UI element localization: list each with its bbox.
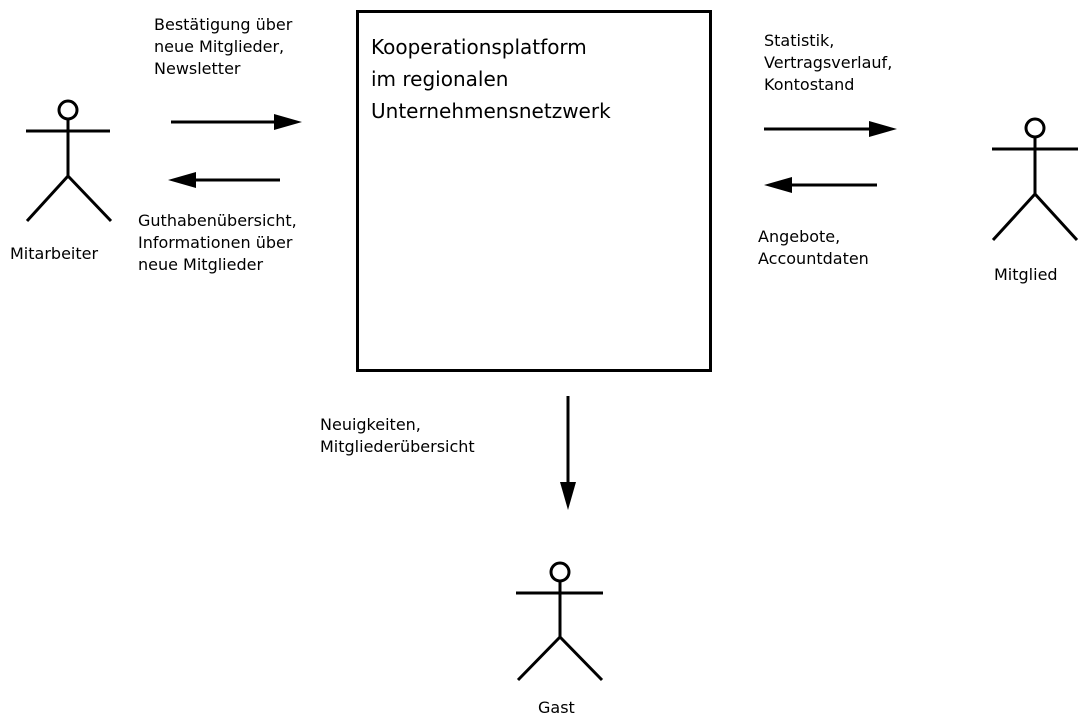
- flow-label-line: Guthabenübersicht,: [138, 211, 297, 230]
- actor-gast-figure: [516, 561, 604, 682]
- system-boundary-box: Kooperationsplatform im regionalen Unter…: [356, 10, 712, 372]
- flow-label-line: Mitgliederübersicht: [320, 437, 475, 456]
- flow-label-system-to-mitglied: Statistik, Vertragsverlauf, Kontostand: [764, 30, 892, 96]
- flow-label-line: Newsletter: [154, 59, 241, 78]
- flow-label-line: Kontostand: [764, 75, 855, 94]
- arrow-system-to-mitarbeiter: [168, 172, 280, 188]
- arrow-mitarbeiter-to-system: [171, 114, 302, 130]
- flow-label-system-to-gast: Neuigkeiten, Mitgliederübersicht: [320, 414, 475, 458]
- system-title-line: Kooperationsplatform: [371, 35, 587, 59]
- flow-label-system-to-mitarbeiter: Guthabenübersicht, Informationen über ne…: [138, 210, 297, 276]
- flow-label-mitglied-to-system: Angebote, Accountdaten: [758, 226, 869, 270]
- actor-mitglied-figure: [991, 117, 1079, 242]
- flow-label-mitarbeiter-to-system: Bestätigung über neue Mitglieder, Newsle…: [154, 14, 292, 80]
- flow-label-line: Statistik,: [764, 31, 835, 50]
- system-title: Kooperationsplatform im regionalen Unter…: [371, 31, 611, 127]
- arrow-system-to-gast: [560, 396, 576, 510]
- actor-label-mitglied: Mitglied: [994, 265, 1058, 284]
- system-title-line: Unternehmensnetzwerk: [371, 99, 611, 123]
- flow-label-line: Bestätigung über: [154, 15, 293, 34]
- arrow-mitglied-to-system: [764, 177, 877, 193]
- actor-label-gast: Gast: [538, 698, 575, 717]
- flow-label-line: Vertragsverlauf,: [764, 53, 893, 72]
- flow-label-line: neue Mitglieder: [138, 255, 264, 274]
- flow-label-line: Accountdaten: [758, 249, 869, 268]
- flow-label-line: Informationen über: [138, 233, 293, 252]
- flow-label-line: Neuigkeiten,: [320, 415, 421, 434]
- actor-label-mitarbeiter: Mitarbeiter: [10, 244, 99, 263]
- actor-mitarbeiter-figure: [25, 99, 113, 223]
- arrow-system-to-mitglied: [764, 121, 897, 137]
- system-title-line: im regionalen: [371, 67, 509, 91]
- flow-label-line: Angebote,: [758, 227, 841, 246]
- flow-label-line: neue Mitglieder,: [154, 37, 285, 56]
